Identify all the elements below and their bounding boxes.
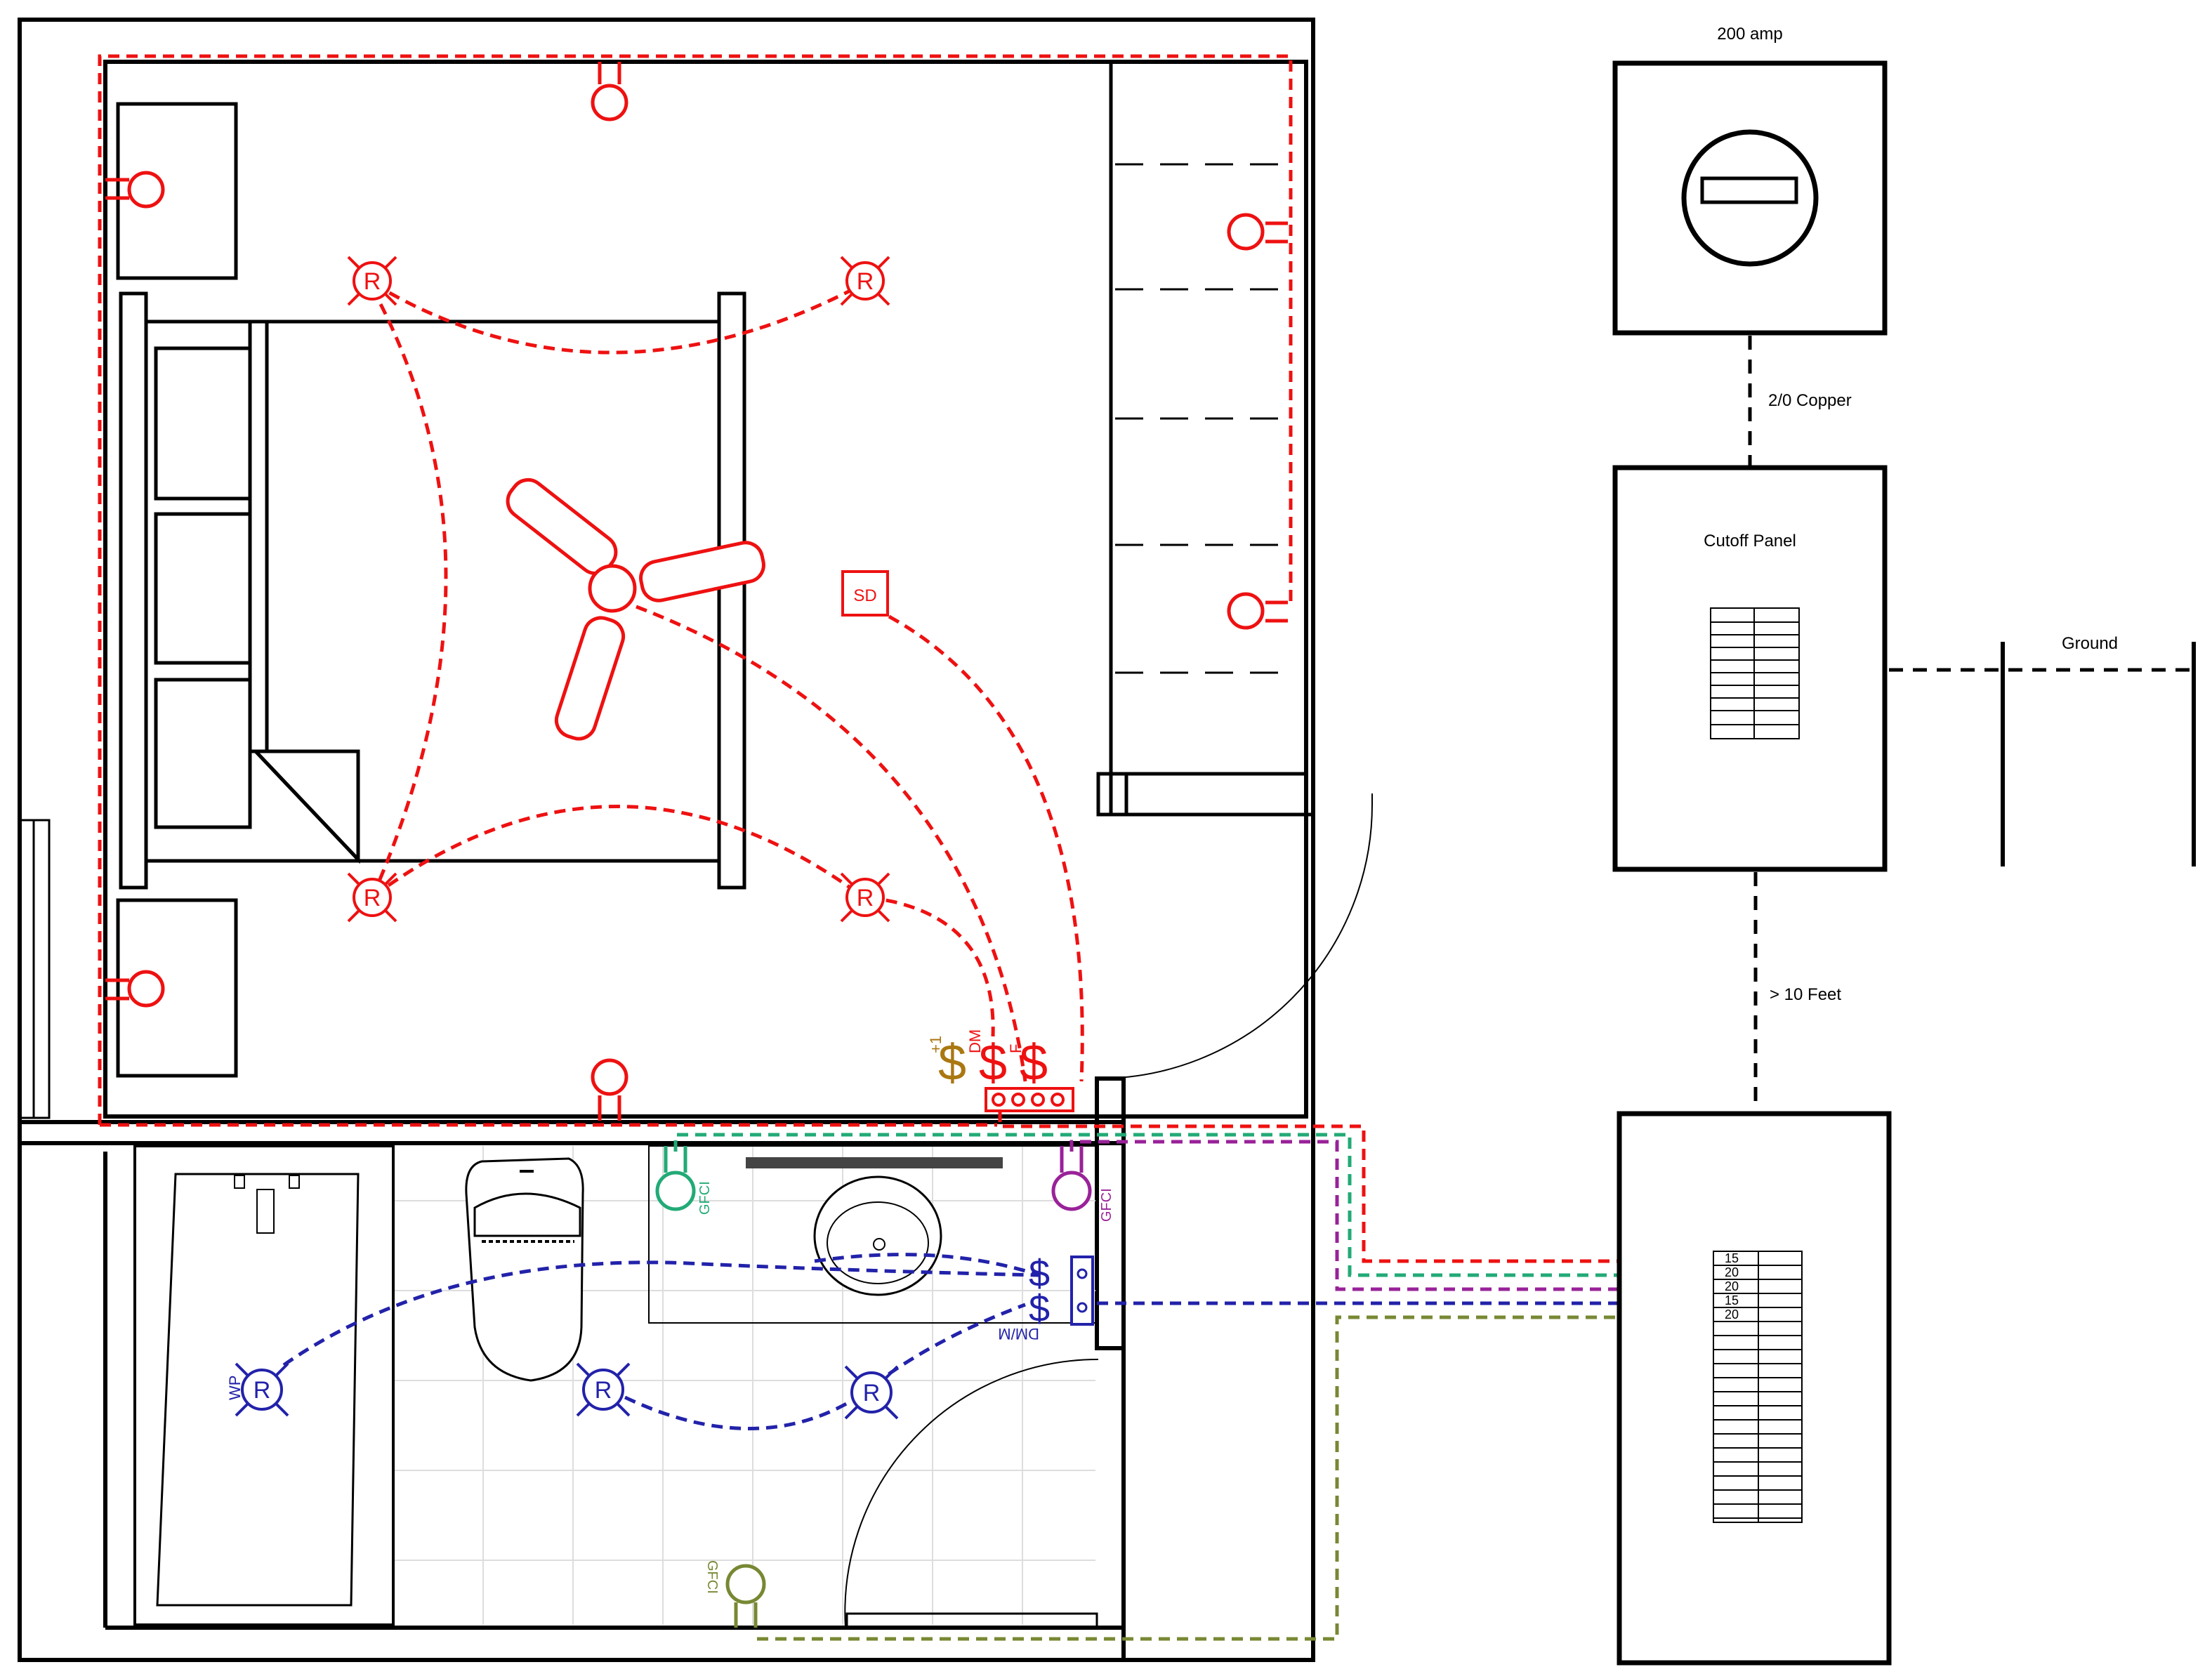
outlet-nightstand-top (105, 171, 165, 209)
recessed-light-br (840, 872, 890, 923)
breaker-amp-label: 20 (1725, 1279, 1739, 1293)
breaker-amp-label: 20 (1725, 1307, 1739, 1322)
recessed-light-label: R (254, 1377, 271, 1404)
sub-panel (1617, 1111, 1892, 1666)
outlet-closet-lower (1227, 592, 1288, 630)
nightstand-top (116, 102, 238, 280)
switch-icon: $ (979, 1035, 1007, 1091)
switch-screw (1077, 1268, 1088, 1279)
toilet (465, 1157, 584, 1382)
ground-label: Ground (2062, 634, 2118, 653)
switch-icon: $ (1029, 1253, 1050, 1295)
distance-label: > 10 Feet (1770, 985, 1841, 1004)
bathtub (133, 1145, 395, 1626)
closet (1096, 60, 1313, 817)
recessed-light-bath-right (844, 1365, 899, 1420)
window (18, 819, 51, 1119)
gfci-label: GFCI (704, 1560, 720, 1594)
bath-switches[interactable]: $ $ DM/M (998, 1253, 1094, 1343)
recessed-light-label: R (595, 1377, 612, 1404)
bath-gfci-purple-circuit (1069, 1140, 1713, 1291)
recessed-light-tl (347, 256, 397, 306)
closet-shelf-lines (1115, 163, 1286, 674)
switch-gang-box (1070, 1256, 1094, 1326)
switch-gang-box (985, 1087, 1074, 1112)
ground-line (1889, 642, 2198, 866)
bedroom-outlets (105, 62, 1288, 1121)
recessed-light-label: R (857, 268, 874, 295)
switch-screw (1077, 1302, 1088, 1313)
meter-base (1612, 60, 1888, 336)
switch-icon: $ (938, 1035, 966, 1091)
breaker-amp-label: 15 (1725, 1293, 1739, 1307)
switch-label-dimmer: DM (966, 1029, 984, 1053)
nightstand-bottom (116, 898, 238, 1078)
bedroom-circuit-home-run (98, 54, 1713, 1263)
recessed-light-bl (347, 872, 397, 923)
bedroom-recessed-lights (347, 256, 890, 923)
gfci-outlet-green (655, 1146, 696, 1211)
ceiling-fan-icon (506, 477, 765, 741)
cutoff-panel (1612, 465, 1888, 872)
bedroom-door[interactable] (1098, 793, 1373, 1079)
recessed-light-label: R (857, 885, 874, 911)
breaker-rows (1713, 1265, 1802, 1519)
bedroom-switches[interactable]: $ $ $ +1 DM F (927, 1029, 1074, 1112)
recessed-light-label: R (863, 1380, 881, 1406)
cutoff-panel-label: Cutoff Panel (1704, 532, 1796, 551)
smoke-detector-label: SD (853, 586, 876, 605)
switch-label-extra: +1 (927, 1036, 944, 1053)
breaker-amp-label: 15 (1725, 1251, 1739, 1265)
gfci-outlet-olive (725, 1564, 766, 1628)
outlet-closet-upper (1227, 213, 1288, 251)
switch-label-fan: F (1007, 1044, 1025, 1053)
smoke-detector: SD (841, 570, 889, 617)
breaker-amp-label: 20 (1725, 1265, 1739, 1279)
recessed-light-label: R (364, 885, 381, 911)
outlet-bottom-wall (591, 1058, 628, 1121)
gfci-label: GFCI (1099, 1188, 1114, 1222)
switch-label-bath: DM/M (998, 1325, 1039, 1343)
bath-gfci-green-circuit (673, 1133, 1713, 1277)
vanity (648, 1145, 1098, 1324)
gfci-outlet-purple (1051, 1146, 1092, 1211)
gfci-label: GFCI (697, 1181, 713, 1215)
building-walls (18, 18, 1315, 1662)
outlet-nightstand-bottom (105, 970, 165, 1008)
meter-label: 200 amp (1717, 25, 1782, 44)
recessed-light-waterproof (235, 1362, 289, 1417)
switch-icon: $ (1020, 1035, 1048, 1091)
recessed-light-tr (840, 256, 890, 306)
bath-gfci-olive-circuit (757, 1315, 1713, 1641)
bath-recessed-lights (235, 1362, 899, 1420)
waterproof-label: WP (226, 1376, 244, 1400)
outlet-top-wall (591, 62, 628, 121)
feeder-label: 2/0 Copper (1768, 391, 1852, 410)
bathroom-door[interactable] (844, 1358, 1099, 1629)
switch-icon: $ (1029, 1288, 1050, 1330)
recessed-light-bath-center (576, 1362, 631, 1417)
recessed-light-label: R (364, 268, 381, 295)
